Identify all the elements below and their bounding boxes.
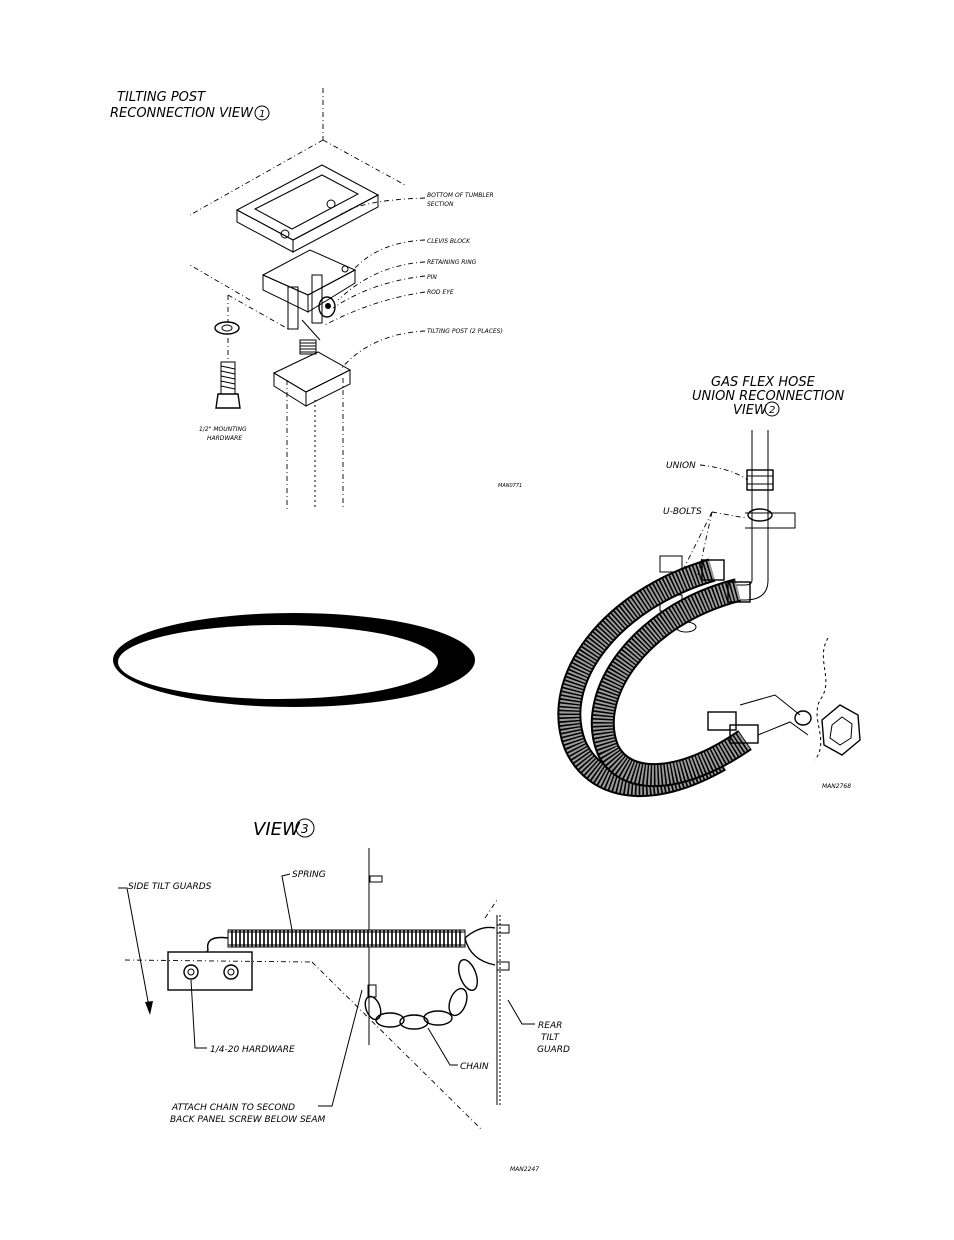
view3-leader-rear-tilt-guard: [507, 999, 535, 1025]
view1-callout-clevis-block: CLEVIS BLOCK: [427, 238, 471, 245]
view1-leader-clevis: [354, 239, 426, 269]
oval-emblem: [113, 613, 475, 707]
view1-leader-retaining-ring: [337, 261, 426, 301]
view3-callout-rear-line3: GUARD: [537, 1045, 570, 1055]
view1-clevis-block: [261, 249, 357, 313]
view1-callout-tilting-post: TILTING POST (2 PLACES): [427, 328, 503, 335]
view3-tilt-guards: VIEW 3: [118, 818, 570, 1173]
view3-callout-hardware: 1/4-20 HARDWARE: [210, 1045, 295, 1055]
view3-callout-chain: CHAIN: [460, 1062, 489, 1072]
view1-hardware-label-line1: 1/2" MOUNTING: [199, 426, 247, 433]
view3-callout-rear-line2: TILT: [541, 1033, 561, 1043]
view1-tilting-post-body: [272, 339, 352, 510]
view1-leader-pin: [332, 275, 426, 309]
view3-sight-line-diagonal: [311, 961, 483, 1131]
view3-spring: [204, 926, 496, 966]
view1-number-circle: [254, 105, 270, 121]
view1-leader-rod-eye: [324, 291, 426, 326]
view2-supply-pipe: [720, 430, 774, 601]
view3-side-guard-bracket: [167, 951, 253, 991]
view1-leader-tilting-post: [339, 330, 426, 371]
view2-number-circle: [764, 401, 780, 417]
view1-ceiling-edge-lower: [189, 264, 251, 301]
view1-title-line2: RECONNECTION VIEW: [110, 106, 254, 121]
view3-leader-chain: [427, 1027, 458, 1066]
view1-hardware-label-line2: HARDWARE: [207, 435, 242, 442]
view3-title: VIEW: [253, 819, 301, 840]
view3-rear-bolt-lower: [496, 961, 510, 971]
view1-callout-bottom-of-tumbler-line1: BOTTOM OF TUMBLER: [427, 192, 494, 199]
view3-leader-attach-chain: [318, 989, 363, 1107]
view2-number: 2: [769, 405, 775, 416]
view3-screw-upper: [369, 875, 383, 883]
view3-callout-spring: SPRING: [292, 870, 326, 880]
view3-rear-bolt-upper: [496, 924, 510, 934]
view2-flex-hoses: [557, 558, 759, 798]
view3-callout-attach-line1: ATTACH CHAIN TO SECOND: [171, 1103, 295, 1113]
view2-title-line2: UNION RECONNECTION: [692, 389, 844, 404]
view2-drawing-id: MAN2768: [822, 783, 851, 790]
view1-ceiling-edge-right: [322, 139, 406, 186]
view3-number: 3: [301, 822, 309, 836]
view2-title-line3: VIEW: [733, 403, 768, 418]
view2-leader-u-bolts: [682, 511, 747, 576]
view3-chain: [364, 959, 478, 1030]
view1-mounting-hardware: 1/2" MOUNTING HARDWARE: [199, 294, 291, 442]
view3-leader-side-tilt-guards: [118, 887, 151, 1013]
view3-callout-rear-line1: REAR: [538, 1021, 562, 1031]
view2-leader-union: [699, 464, 749, 481]
view1-callout-bottom-of-tumbler-line2: SECTION: [427, 201, 454, 208]
view2-title-line1: GAS FLEX HOSE: [711, 375, 816, 390]
view1-mounting-plate: [235, 164, 380, 253]
view3-leader-spring: [281, 873, 293, 931]
view3-drawing-id: MAN2247: [510, 1166, 539, 1173]
view3-leader-hardware: [190, 979, 207, 1049]
view1-callout-pin: PIN: [427, 274, 437, 281]
view1-tilting-post: TILTING POST RECONNECTION VIEW 1: [110, 88, 522, 510]
view1-callout-retaining-ring: RETAINING RING: [427, 259, 477, 266]
view2-gas-flex-hose: GAS FLEX HOSE UNION RECONNECTION VIEW 2: [557, 375, 861, 798]
view3-callout-side-tilt-guards: SIDE TILT GUARDS: [128, 882, 212, 892]
view3-callout-attach-line2: BACK PANEL SCREW BELOW SEAM: [170, 1115, 326, 1125]
view2-callout-u-bolts: U-BOLTS: [663, 507, 702, 517]
view2-outlet-fitting: [739, 637, 861, 761]
view1-leader-tumbler: [339, 197, 426, 216]
view3-number-circle: [295, 818, 315, 838]
view1-ceiling-edge-left: [189, 139, 324, 216]
view2-callout-union: UNION: [666, 461, 696, 471]
view1-number: 1: [259, 109, 265, 120]
view1-rod-eye: [287, 274, 336, 341]
view1-callout-rod-eye: ROD EYE: [427, 289, 454, 296]
view1-drawing-id: MAN0771: [498, 483, 522, 489]
view1-title-line1: TILTING POST: [117, 90, 206, 105]
